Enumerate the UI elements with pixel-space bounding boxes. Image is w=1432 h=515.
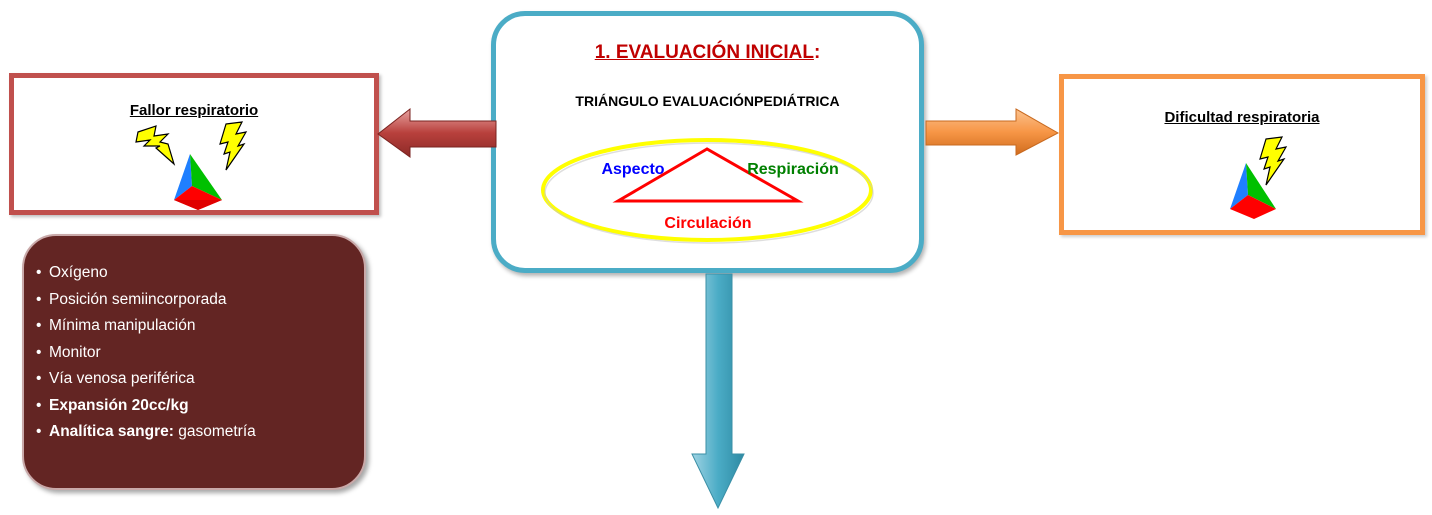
action-item: •Posición semiincorporada (36, 290, 227, 308)
triangle-breathing-face (190, 154, 222, 200)
lightning-bolt-icon (1259, 136, 1288, 186)
dificultad-respiratoria-box: Dificultad respiratoria (1059, 74, 1425, 235)
lightning-bolt-right-icon (219, 121, 248, 171)
assessment-triangle (612, 147, 804, 203)
arrow-down-from-evaluacion (691, 273, 745, 510)
evaluacion-inicial-heading-text: 1. EVALUACIÓN INICIAL (594, 42, 814, 63)
action-item: •Monitor (36, 343, 101, 361)
action-item: •Vía venosa periférica (36, 370, 195, 387)
pediatric-triangle-two-bolts-icon (135, 121, 248, 210)
action-item: •Expansión 20cc/kg (36, 396, 189, 414)
triangulo-evaluacion-subtitle: TRIÁNGULO EVALUACIÓNPEDIÁTRICA (575, 93, 840, 109)
triangle-aspect-face (174, 154, 192, 200)
aspecto-label: Aspecto (601, 161, 664, 178)
pediatric-triangle-one-bolt-icon (1230, 136, 1288, 219)
arrow-right-to-dificultad (925, 108, 1060, 156)
evaluacion-inicial-heading-colon: : (813, 42, 821, 63)
triangle-ellipse (541, 138, 873, 242)
triangle-breathing-face (1246, 163, 1276, 209)
treatment-actions-panel: •Oxígeno •Posición semiincorporada •Míni… (22, 234, 366, 490)
pediatric-assessment-triangle-diagram: Aspecto Respiración Circulación (541, 138, 874, 244)
treatment-actions-list: •Oxígeno •Posición semiincorporada •Míni… (36, 263, 364, 449)
action-item: •Analítica sangre: gasometría (36, 423, 256, 440)
fallor-respiratorio-box: Fallor respiratorio (9, 73, 379, 215)
respiracion-label: Respiración (747, 161, 839, 178)
fallor-respiratorio-title: Fallor respiratorio (129, 102, 259, 119)
circulacion-label: Circulación (664, 215, 751, 232)
arrow-left-to-fallor (377, 107, 497, 158)
lightning-bolt-left-icon (135, 125, 176, 166)
evaluacion-inicial-box: 1. EVALUACIÓN INICIAL: TRIÁNGULO EVALUAC… (491, 11, 924, 273)
triangle-circulation-face (1230, 195, 1276, 219)
dificultad-respiratoria-title: Dificultad respiratoria (1164, 109, 1320, 126)
triangle-aspect-face (1230, 163, 1248, 209)
evaluacion-inicial-heading: 1. EVALUACIÓN INICIAL: (496, 42, 919, 64)
action-item: •Oxígeno (36, 264, 108, 281)
action-item: •Mínima manipulación (36, 317, 196, 334)
